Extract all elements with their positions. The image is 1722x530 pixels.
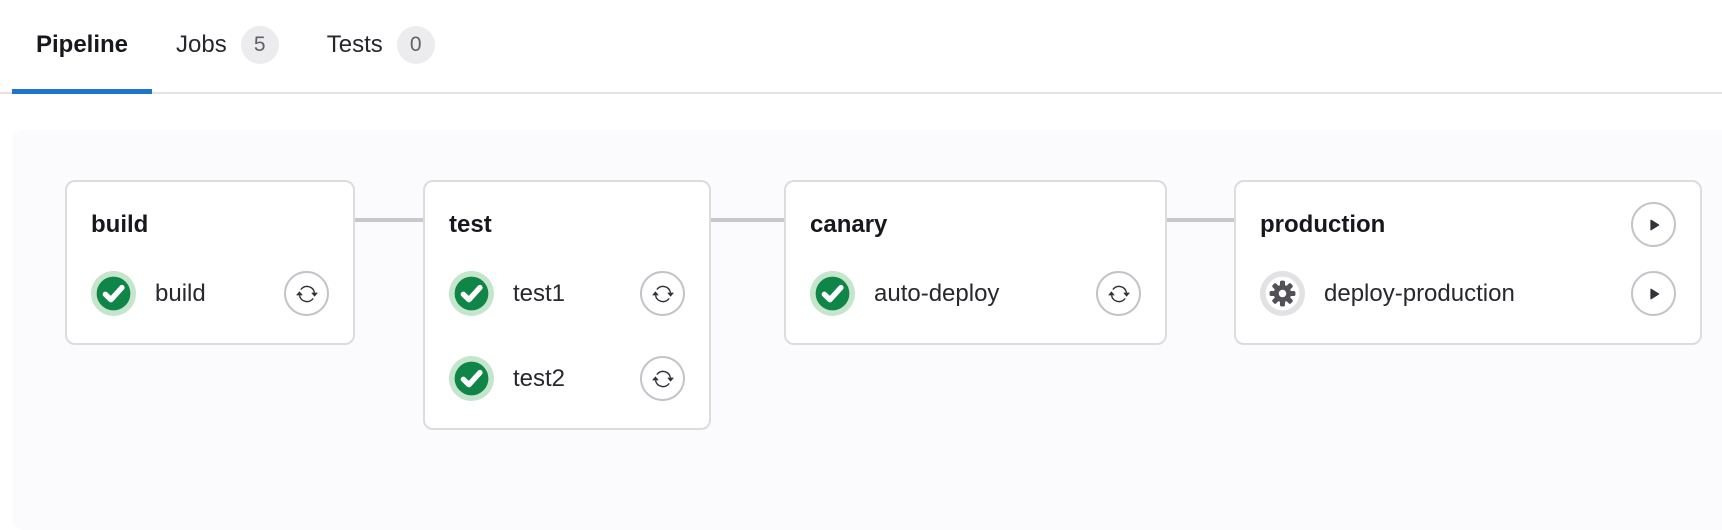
job-name: test2: [513, 364, 566, 392]
retry-job-button[interactable]: [284, 271, 329, 316]
tab-tests[interactable]: Tests 0: [303, 0, 459, 94]
retry-icon: [651, 370, 674, 387]
job-row: deploy-production: [1260, 271, 1676, 316]
stage-play-all-manual-button[interactable]: [1631, 202, 1676, 247]
play-job-button[interactable]: [1631, 271, 1676, 316]
play-icon: [1649, 219, 1659, 230]
jobs-count-badge: 5: [240, 26, 279, 64]
job-row: test2: [449, 356, 685, 401]
stage-header: production: [1260, 202, 1676, 247]
job-link-deploy-production[interactable]: deploy-production: [1260, 271, 1515, 316]
pipeline-tabs: Pipeline Jobs 5 Tests 0: [0, 0, 1722, 94]
retry-job-button[interactable]: [640, 271, 685, 316]
pipeline-graph-panel: build build test test1 test2 canary auto-deplo…: [13, 130, 1722, 530]
stage-card-test: test test1 test2: [423, 180, 711, 430]
retry-icon: [295, 285, 318, 302]
stage-header: build: [91, 202, 329, 247]
tab-pipeline[interactable]: Pipeline: [12, 0, 153, 94]
stage-title: build: [91, 210, 149, 238]
stage-header: canary: [810, 202, 1141, 247]
job-name: test1: [513, 279, 566, 307]
stage-connector-line: [1167, 218, 1234, 222]
play-icon: [1649, 288, 1659, 299]
stage-header: test: [449, 202, 685, 247]
job-name: auto-deploy: [874, 279, 1000, 307]
job-name: build: [155, 279, 206, 307]
tab-pipeline-label: Pipeline: [36, 31, 129, 58]
job-name: deploy-production: [1324, 279, 1515, 307]
status-manual-gear-icon: [1260, 271, 1305, 316]
stage-title: test: [449, 210, 492, 238]
stage-connector-line: [355, 218, 423, 222]
tab-tests-label: Tests: [326, 31, 383, 58]
stage-connector-line: [711, 218, 784, 222]
status-success-check-circle-icon: [810, 271, 855, 316]
job-row: build: [91, 271, 329, 316]
stage-card-build: build build: [65, 180, 355, 345]
job-link-auto-deploy[interactable]: auto-deploy: [810, 271, 999, 316]
job-link-build[interactable]: build: [91, 271, 206, 316]
tab-jobs-label: Jobs: [176, 31, 227, 58]
status-success-check-circle-icon: [449, 271, 494, 316]
stages-row: build build test test1 test2 canary auto-deplo…: [13, 130, 1722, 430]
retry-icon: [1107, 285, 1130, 302]
status-success-check-circle-icon: [91, 271, 136, 316]
stage-title: canary: [810, 210, 888, 238]
job-row: auto-deploy: [810, 271, 1141, 316]
stage-title: production: [1260, 210, 1386, 238]
status-success-check-circle-icon: [449, 356, 494, 401]
tests-count-badge: 0: [396, 26, 435, 64]
retry-job-button[interactable]: [1096, 271, 1141, 316]
tab-list: Pipeline Jobs 5 Tests 0: [0, 0, 1722, 94]
stage-card-canary: canary auto-deploy: [784, 180, 1167, 345]
retry-job-button[interactable]: [640, 356, 685, 401]
stage-card-production: production deploy-production: [1234, 180, 1702, 345]
job-row: test1: [449, 271, 685, 316]
job-link-test2[interactable]: test2: [449, 356, 565, 401]
retry-icon: [651, 285, 674, 302]
tab-jobs[interactable]: Jobs 5: [152, 0, 303, 94]
job-link-test1[interactable]: test1: [449, 271, 565, 316]
